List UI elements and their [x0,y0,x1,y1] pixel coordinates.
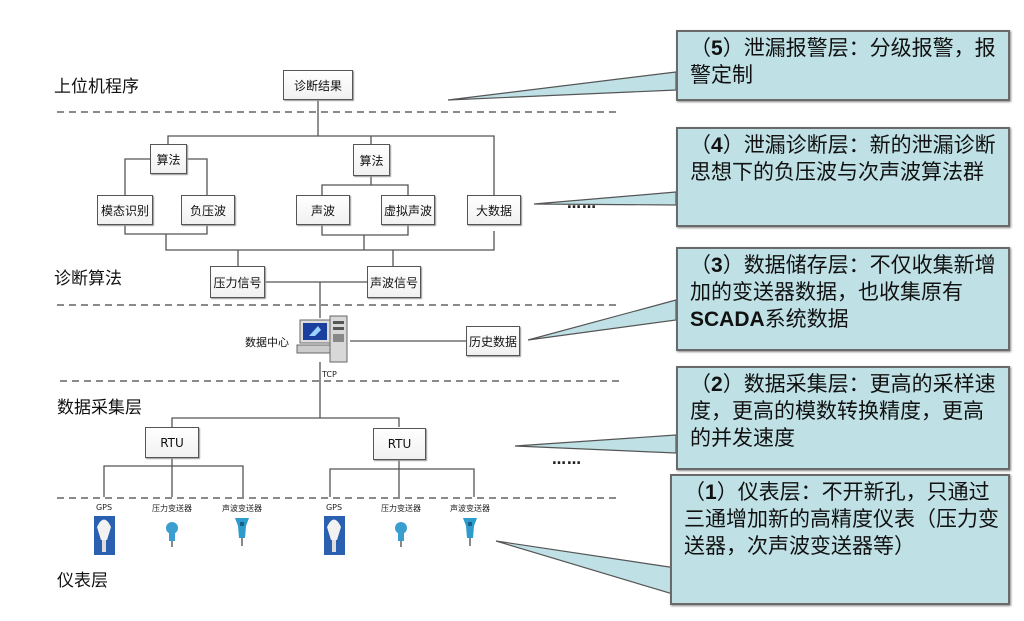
callout-3-text: 数据储存层：不仅收集新增加的变送器数据，也收集原有 [690,253,996,304]
connector-rtu-left-bus [103,465,244,497]
connector-rtu-right-bus [329,468,475,497]
connector-rtu-bus [171,417,400,427]
connector-bottom-bus [165,231,495,251]
callout-1-text: 仪表层：不开新孔，只通过三通增加新的高精度仪表（压力变送器，次声波变送器等） [684,480,999,558]
callout-1-pointer [495,540,677,596]
gps-antenna-icon [324,516,345,555]
callout-4-suffix: ） [722,133,744,157]
node-negative-pressure-wave[interactable]: 负压波 [181,195,235,225]
node-algorithm-mid[interactable]: 算法 [353,144,390,176]
callout-4-text: 泄漏诊断层：新的泄漏诊断思想下的负压波与次声波算法群 [690,133,996,184]
callout-2-text: 数据采集层：更高的采样速度，更高的模数转换精度，更高的并发速度 [690,372,996,450]
connector-left-alg [124,158,150,195]
ellipsis-rtus: …… [552,452,582,468]
gps-antenna-icon [94,516,115,555]
callout-5-suffix: ） [722,36,744,60]
callout-5-prefix: （ [690,36,711,60]
layer-label-diagnosis-algorithm: 诊断算法 [54,269,122,289]
callout-3-suffix: ） [722,253,744,277]
callout-1-number: 1 [705,481,717,504]
callout-3-text-end: 系统数据 [764,307,849,331]
acoustic-transmitter-icon [463,518,477,546]
device-label-gps-2: GPS [325,503,343,512]
connector-mid-down [321,176,372,195]
node-virtual-acoustic-wave[interactable]: 虚拟声波 [381,195,435,225]
callout-3-pointer [527,299,677,341]
node-history-data[interactable]: 历史数据 [466,326,520,356]
callout-2-number: 2 [711,373,723,396]
callout-3-prefix: （ [690,253,711,277]
callout-4-number: 4 [711,134,723,157]
node-algorithm-left[interactable]: 算法 [150,144,187,174]
computer-icon [296,315,348,363]
node-rtu-left[interactable]: RTU [145,427,199,458]
node-big-data[interactable]: 大数据 [467,195,521,225]
pressure-transmitter-icon [166,522,178,547]
callout-5-text: 泄漏报警层：分级报警，报警定制 [690,36,996,87]
layer-label-data-collection: 数据采集层 [57,398,142,418]
callout-layer-4: （4）泄漏诊断层：新的泄漏诊断思想下的负压波与次声波算法群 [676,127,1010,227]
callout-2-prefix: （ [690,372,711,396]
callout-3-scada: SCADA [690,308,765,331]
connector-mid-bottom [321,225,409,236]
connector-left-bottom [124,225,208,235]
connector-mid-right [371,184,409,195]
ellipsis-algorithms: …… [567,196,597,212]
callout-4-pointer [533,191,677,206]
callout-1-prefix: （ [684,480,705,504]
callout-5-pointer [447,71,677,101]
device-label-pressure-1: 压力变送器 [152,504,192,513]
label-tcp: TCP [322,370,337,379]
layer-label-upper-program: 上位机程序 [54,77,139,97]
callout-layer-1: （1）仪表层：不开新孔，只通过三通增加新的高精度仪表（压力变送器，次声波变送器等… [670,474,1010,605]
node-diagnosis-result[interactable]: 诊断结果 [283,70,353,100]
callout-3-number: 3 [711,254,723,277]
node-modal-identification[interactable]: 模态识别 [97,195,153,225]
callout-4-prefix: （ [690,133,711,157]
pressure-transmitter-icon [395,522,407,547]
callout-2-suffix: ） [722,372,744,396]
connector-left-alg-r [186,158,208,195]
acoustic-transmitter-icon [235,518,249,546]
node-rtu-right[interactable]: RTU [373,428,426,460]
device-label-gps-1: GPS [95,503,113,512]
device-label-acoustic-2: 声波变送器 [450,504,490,513]
label-data-center: 数据中心 [245,336,289,349]
node-pressure-signal[interactable]: 压力信号 [210,266,265,298]
callout-1-suffix: ） [716,480,738,504]
node-acoustic-wave[interactable]: 声波 [296,195,350,225]
connector-top-bus [167,135,495,201]
callout-5-number: 5 [711,37,723,60]
layer-label-instrument: 仪表层 [57,571,108,591]
device-label-acoustic-1: 声波变送器 [222,504,262,513]
callout-2-pointer [514,434,677,454]
device-label-pressure-2: 压力变送器 [381,504,421,513]
callout-layer-2: （2）数据采集层：更高的采样速度，更高的模数转换精度，更高的并发速度 [676,366,1010,470]
callout-layer-5: （5）泄漏报警层：分级报警，报警定制 [676,30,1010,101]
callout-layer-3: （3）数据储存层：不仅收集新增加的变送器数据，也收集原有 SCADA系统数据 [676,247,1010,351]
node-acoustic-signal[interactable]: 声波信号 [367,266,421,298]
